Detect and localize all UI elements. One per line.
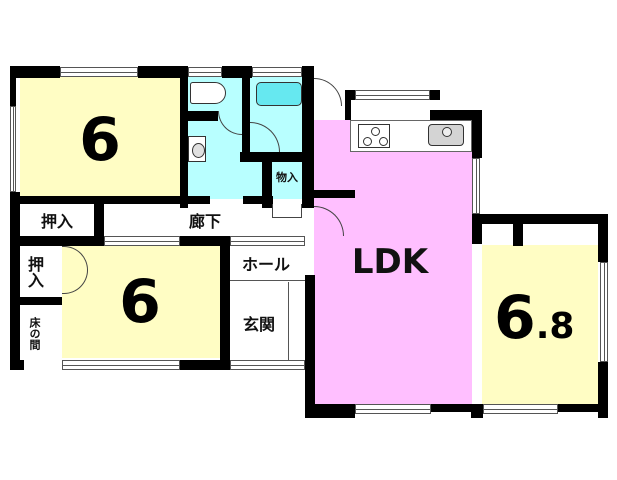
genkan-divider (230, 280, 305, 281)
wall (345, 100, 351, 120)
wall (558, 404, 608, 412)
wall (188, 111, 218, 121)
wall (180, 236, 230, 246)
window (472, 158, 480, 214)
wall (243, 196, 273, 204)
wall (302, 66, 314, 208)
wall (430, 110, 482, 120)
wall (431, 404, 471, 412)
window (230, 236, 305, 246)
window (600, 262, 608, 362)
wall (472, 214, 482, 244)
wall (20, 66, 60, 78)
wall (180, 66, 188, 208)
window (355, 404, 431, 414)
window (230, 360, 305, 370)
window (188, 67, 222, 77)
wall (240, 152, 306, 162)
wall (430, 90, 440, 100)
window (104, 236, 180, 246)
wall (305, 404, 355, 418)
wall (305, 190, 355, 198)
wall (94, 196, 104, 240)
wall (10, 66, 16, 106)
tokonoma-label: 床の間 (28, 316, 41, 350)
wall (10, 360, 24, 370)
wall (513, 224, 523, 246)
ldk-fill (314, 120, 472, 404)
bathtub-icon (256, 82, 302, 106)
wall (472, 110, 482, 158)
wall (305, 275, 315, 418)
room-sw-fill (62, 246, 220, 358)
stove-icon (358, 124, 390, 148)
door-ldk-top[interactable] (314, 78, 342, 106)
oshiire-2-label: 押入 (25, 256, 44, 288)
room-sw-size: 6 (119, 267, 161, 337)
room-e-fill (482, 245, 598, 404)
window (62, 360, 180, 370)
wall (10, 236, 104, 246)
wall (138, 66, 188, 78)
corridor-label: 廊下 (188, 212, 221, 231)
window (10, 106, 16, 192)
wall (180, 360, 230, 370)
wall (242, 66, 250, 156)
wall (220, 236, 230, 370)
ldk-label: LDK (351, 242, 429, 282)
wall (20, 297, 62, 305)
wall (10, 192, 20, 364)
genkan-step (288, 282, 289, 360)
door-storage[interactable] (272, 204, 302, 218)
oshiire-1-label: 押入 (40, 212, 73, 231)
room-nw-fill (20, 77, 180, 199)
wall (10, 196, 210, 204)
room-e-size-decimal: .8 (535, 306, 575, 347)
room-nw-size: 6 (79, 105, 121, 175)
sink-icon (428, 124, 464, 146)
wall (598, 214, 608, 262)
washbasin-icon (188, 136, 206, 162)
room-e-size: 6.8 (494, 288, 574, 357)
wall (482, 214, 608, 224)
storage-label: 物入 (276, 171, 298, 184)
hall-label: ホール (241, 255, 290, 274)
wall (345, 90, 355, 100)
window (355, 90, 430, 100)
window (60, 67, 138, 77)
room-e-size-main: 6 (494, 283, 536, 353)
window (483, 404, 558, 414)
window (252, 67, 302, 77)
wall (471, 404, 483, 418)
wall (262, 158, 272, 208)
wall (598, 362, 608, 418)
genkan-label: 玄関 (242, 315, 275, 334)
toilet-icon (190, 82, 226, 104)
